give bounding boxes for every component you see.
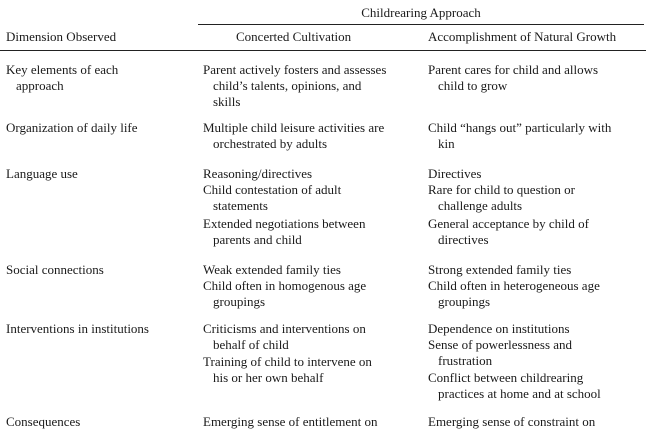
row-4-natural-entry-0-line-0: Dependence on institutions xyxy=(428,321,570,336)
column-header-rule xyxy=(0,50,646,51)
row-1-dimension-line-0: Organization of daily life xyxy=(6,120,138,135)
row-2-natural-entry-2-line-0: General acceptance by child of xyxy=(428,216,589,231)
row-1-natural-entry-0-line-1: kin xyxy=(438,136,455,151)
row-3-concerted-entry-0-line-0: Weak extended family ties xyxy=(203,262,341,277)
row-2-natural-entry-1-line-1: challenge adults xyxy=(438,198,523,213)
row-1-concerted-entry-0-line-0: Multiple child leisure activities are xyxy=(203,120,385,135)
row-2-natural-entry-2-line-1: directives xyxy=(438,232,489,247)
row-4-dimension-line-0: Interventions in institutions xyxy=(6,321,149,336)
row-5-natural-entry-0-line-0: Emerging sense of constraint on xyxy=(428,414,596,429)
row-0-concerted-entry-0-line-0: Parent actively fosters and assesses xyxy=(203,62,387,77)
row-4-natural-entry-1-line-0: Sense of powerlessness and xyxy=(428,337,573,352)
row-2-dimension-line-0: Language use xyxy=(6,166,78,181)
row-0-natural-entry-0-line-1: child to grow xyxy=(438,78,508,93)
column-header-natural: Accomplishment of Natural Growth xyxy=(428,29,617,44)
row-1-natural-entry-0-line-0: Child “hangs out” particularly with xyxy=(428,120,612,135)
row-0-natural-entry-0-line-0: Parent cares for child and allows xyxy=(428,62,599,77)
row-2-concerted-entry-2-line-1: parents and child xyxy=(213,232,302,247)
row-2-natural-entry-0-line-0: Directives xyxy=(428,166,482,181)
row-1-concerted-entry-0-line-1: orchestrated by adults xyxy=(213,136,328,151)
row-4-natural-entry-2-line-0: Conflict between childrearing xyxy=(428,370,584,385)
row-3-dimension-line-0: Social connections xyxy=(6,262,104,277)
row-4-concerted-entry-1-line-1: his or her own behalf xyxy=(213,370,324,385)
row-4-natural-entry-1-line-1: frustration xyxy=(438,353,493,368)
group-header: Childrearing Approach xyxy=(361,5,481,20)
row-0-concerted-entry-0-line-2: skills xyxy=(213,94,241,109)
row-2-natural-entry-1-line-0: Rare for child to question or xyxy=(428,182,575,197)
row-5-dimension-line-0: Consequences xyxy=(6,414,81,429)
column-header-dimension: Dimension Observed xyxy=(6,29,117,44)
row-0-concerted-entry-0-line-1: child’s talents, opinions, and xyxy=(213,78,362,93)
row-2-concerted-entry-1-line-0: Child contestation of adult xyxy=(203,182,342,197)
row-0-dimension-line-1: approach xyxy=(16,78,64,93)
row-4-concerted-entry-0-line-1: behalf of child xyxy=(213,337,289,352)
row-5-concerted-entry-0-line-0: Emerging sense of entitlement on xyxy=(203,414,378,429)
row-3-natural-entry-1-line-0: Child often in heterogeneous age xyxy=(428,278,600,293)
row-3-natural-entry-1-line-1: groupings xyxy=(438,294,490,309)
row-3-concerted-entry-1-line-0: Child often in homogenous age xyxy=(203,278,367,293)
row-2-concerted-entry-1-line-1: statements xyxy=(213,198,268,213)
group-header-rule xyxy=(198,24,644,25)
row-4-concerted-entry-1-line-0: Training of child to intervene on xyxy=(203,354,372,369)
row-0-dimension-line-0: Key elements of each xyxy=(6,62,119,77)
row-3-concerted-entry-1-line-1: groupings xyxy=(213,294,265,309)
row-3-natural-entry-0-line-0: Strong extended family ties xyxy=(428,262,572,277)
row-4-natural-entry-2-line-1: practices at home and at school xyxy=(438,386,601,401)
row-4-concerted-entry-0-line-0: Criticisms and interventions on xyxy=(203,321,366,336)
column-header-concerted: Concerted Cultivation xyxy=(236,29,352,44)
row-2-concerted-entry-0-line-0: Reasoning/directives xyxy=(203,166,313,181)
row-2-concerted-entry-2-line-0: Extended negotiations between xyxy=(203,216,366,231)
